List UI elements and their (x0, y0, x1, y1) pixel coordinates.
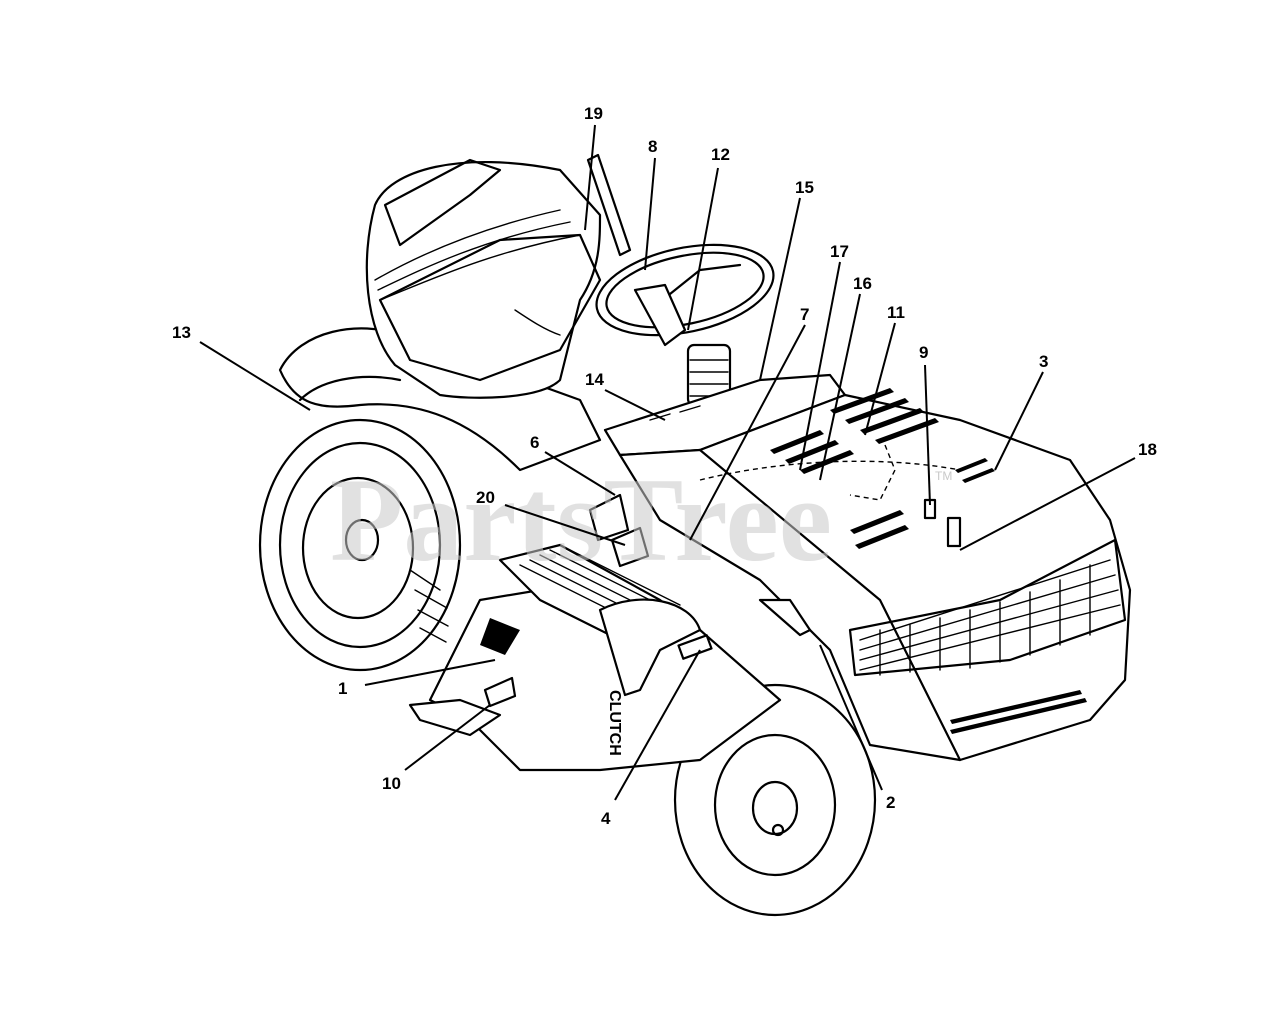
callout-6: 6 (530, 433, 539, 452)
lift-lever (586, 153, 632, 257)
callout-14: 14 (585, 370, 604, 389)
hood-vents (770, 388, 995, 549)
callout-9: 9 (919, 343, 928, 362)
front-grille (848, 538, 1127, 734)
rear-fender (278, 327, 602, 472)
callout-15: 15 (795, 178, 814, 197)
callout-1: 1 (338, 679, 347, 698)
callout-18: 18 (1138, 440, 1157, 459)
callout-8: 8 (648, 137, 657, 156)
callout-7: 7 (800, 305, 809, 324)
callout-labels: 19 8 12 15 17 16 11 7 9 3 18 14 6 20 13 … (172, 104, 1157, 828)
seat (365, 158, 602, 399)
callout-13: 13 (172, 323, 191, 342)
rear-wheel (258, 418, 462, 672)
callout-4: 4 (601, 809, 611, 828)
clutch-decal: CLUTCH (606, 690, 623, 756)
callout-19: 19 (584, 104, 603, 123)
steering-wheel (595, 243, 775, 407)
watermark-trademark: TM (935, 469, 952, 483)
callout-2: 2 (886, 793, 895, 812)
callout-17: 17 (830, 242, 849, 261)
deck: CLUTCH (408, 543, 782, 772)
callout-3: 3 (1039, 352, 1048, 371)
callout-20: 20 (476, 488, 495, 507)
hood (618, 388, 1132, 762)
leader-lines (199, 124, 1136, 801)
callout-12: 12 (711, 145, 730, 164)
callout-16: 16 (853, 274, 872, 293)
callout-11: 11 (887, 303, 905, 322)
side-decals (588, 493, 812, 637)
callout-10: 10 (382, 774, 401, 793)
